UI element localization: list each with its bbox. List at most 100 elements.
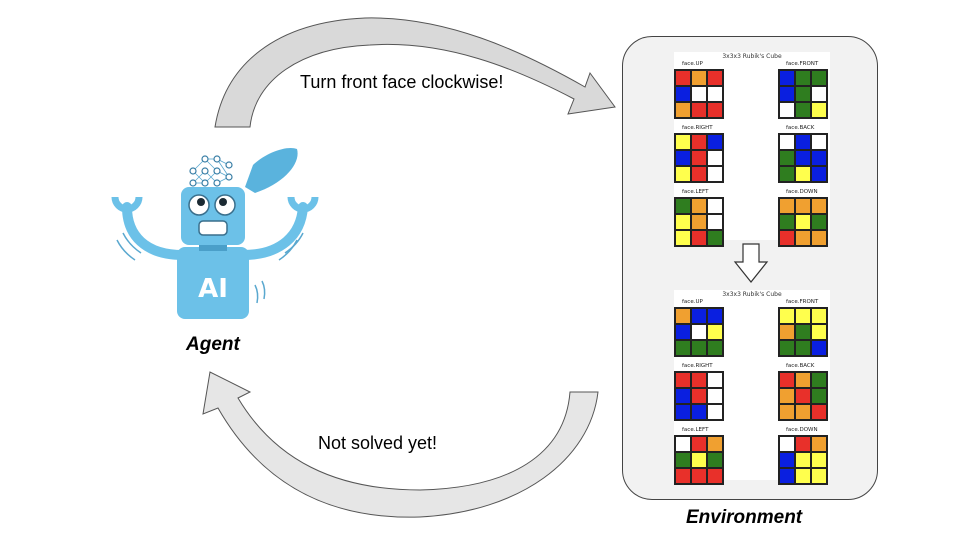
- sticker: [707, 70, 723, 86]
- down-arrow-icon: [733, 243, 769, 283]
- sticker: [675, 388, 691, 404]
- sticker: [707, 230, 723, 246]
- face-grid: [778, 307, 828, 357]
- sticker: [811, 436, 827, 452]
- face-grid: [778, 133, 828, 183]
- sticker: [779, 230, 795, 246]
- environment-label: Environment: [686, 507, 803, 528]
- sticker: [675, 404, 691, 420]
- face-grid: [778, 435, 828, 485]
- sticker: [707, 134, 723, 150]
- sticker: [811, 372, 827, 388]
- sticker: [779, 372, 795, 388]
- face-label: face.DOWN: [786, 189, 818, 195]
- robot-chest-label: AI: [198, 274, 228, 304]
- sticker: [691, 86, 707, 102]
- face-label: face.LEFT: [682, 427, 709, 433]
- sticker: [707, 198, 723, 214]
- sticker: [811, 340, 827, 356]
- sticker: [691, 468, 707, 484]
- sticker: [779, 468, 795, 484]
- sticker: [691, 198, 707, 214]
- sticker: [691, 404, 707, 420]
- sticker: [811, 166, 827, 182]
- sticker: [779, 86, 795, 102]
- sticker: [691, 452, 707, 468]
- robot-agent-icon: AI: [111, 147, 319, 319]
- sticker: [707, 436, 723, 452]
- sticker: [707, 468, 723, 484]
- sticker: [691, 436, 707, 452]
- sticker: [811, 150, 827, 166]
- sticker: [707, 308, 723, 324]
- face-grid: [778, 69, 828, 119]
- sticker: [707, 452, 723, 468]
- sticker: [779, 198, 795, 214]
- sticker: [795, 86, 811, 102]
- action-arrow: [214, 17, 616, 128]
- sticker: [779, 452, 795, 468]
- sticker: [779, 102, 795, 118]
- sticker: [811, 102, 827, 118]
- sticker: [707, 388, 723, 404]
- sticker: [675, 340, 691, 356]
- face-grid: [778, 197, 828, 247]
- sticker: [811, 468, 827, 484]
- sticker: [779, 404, 795, 420]
- face-label: face.FRONT: [786, 61, 819, 67]
- sticker: [691, 324, 707, 340]
- sticker: [795, 324, 811, 340]
- sticker: [795, 70, 811, 86]
- sticker: [811, 388, 827, 404]
- sticker: [779, 150, 795, 166]
- sticker: [795, 214, 811, 230]
- face-grid: [674, 435, 724, 485]
- sticker: [779, 166, 795, 182]
- sticker: [779, 308, 795, 324]
- sticker: [675, 214, 691, 230]
- sticker: [795, 452, 811, 468]
- sticker: [779, 134, 795, 150]
- face-grid: [778, 371, 828, 421]
- sticker: [691, 166, 707, 182]
- face-label: face.RIGHT: [682, 125, 713, 131]
- sticker: [675, 150, 691, 166]
- face-label: face.UP: [682, 299, 703, 305]
- sticker: [691, 102, 707, 118]
- sticker: [811, 230, 827, 246]
- sticker: [675, 86, 691, 102]
- face-label: face.UP: [682, 61, 703, 67]
- sticker: [691, 372, 707, 388]
- sticker: [795, 230, 811, 246]
- sticker: [795, 340, 811, 356]
- sticker: [691, 70, 707, 86]
- face-grid: [674, 133, 724, 183]
- sticker: [691, 340, 707, 356]
- sticker: [691, 214, 707, 230]
- sticker: [707, 372, 723, 388]
- sticker: [675, 468, 691, 484]
- sticker: [779, 340, 795, 356]
- sticker: [795, 436, 811, 452]
- feedback-message: Not solved yet!: [318, 433, 438, 453]
- cube-title: 3x3x3 Rubik's Cube: [722, 291, 782, 298]
- face-label: face.RIGHT: [682, 363, 713, 369]
- sticker: [811, 324, 827, 340]
- sticker: [691, 134, 707, 150]
- sticker: [795, 372, 811, 388]
- sticker: [691, 388, 707, 404]
- sticker: [795, 388, 811, 404]
- face-label: face.LEFT: [682, 189, 709, 195]
- sticker: [795, 308, 811, 324]
- face-label: face.BACK: [786, 125, 815, 131]
- face-label: face.BACK: [786, 363, 815, 369]
- sticker: [707, 166, 723, 182]
- sticker: [795, 404, 811, 420]
- sticker: [795, 102, 811, 118]
- sticker: [795, 166, 811, 182]
- sticker: [707, 150, 723, 166]
- sticker: [707, 404, 723, 420]
